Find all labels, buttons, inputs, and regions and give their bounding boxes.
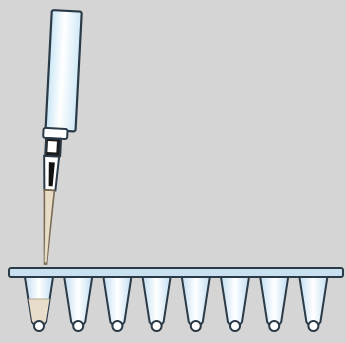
tube-body [182,277,210,328]
pipette [37,10,82,265]
tube-body [299,277,327,328]
pcr-tube [299,277,327,331]
tube-bottom-ring [191,321,201,331]
tube-bottom-ring [308,321,318,331]
tube-body [260,277,288,328]
tube-body [64,277,92,328]
tube-bottom-ring [112,321,122,331]
pcr-tube [25,277,53,331]
pcr-tube [221,277,249,331]
pcr-tube [64,277,92,331]
pcr-tube [143,277,171,331]
tube-bottom-ring [230,321,240,331]
tube-bottom-ring [34,321,44,331]
tube-body [143,277,171,328]
pcr-tube-strip [9,268,343,331]
pcr-tube [260,277,288,331]
tube-bottom-ring [152,321,162,331]
tube-body [103,277,131,328]
pcr-tube [182,277,210,331]
pipette-barrel [46,10,82,131]
tube-row [25,277,327,331]
pipette-shaft-window [47,141,57,152]
pcr-tube [103,277,131,331]
strip-plate [9,268,343,277]
tube-body [221,277,249,328]
tube-bottom-ring [269,321,279,331]
tube-bottom-ring [73,321,83,331]
